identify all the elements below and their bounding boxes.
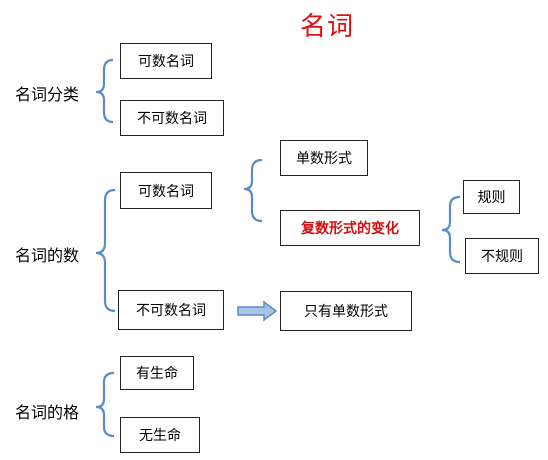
box-number-uncountable: 不可数名词 <box>118 290 224 330</box>
box-animate: 有生命 <box>120 356 194 390</box>
box-number-countable: 可数名词 <box>120 172 212 209</box>
label-classification: 名词分类 <box>15 85 80 104</box>
label-case: 名词的格 <box>15 403 80 422</box>
bracket-plural-types <box>441 195 461 264</box>
bracket-classification <box>95 58 114 124</box>
box-only-singular: 只有单数形式 <box>280 291 412 331</box>
bracket-countable-forms <box>243 158 263 223</box>
box-regular: 规则 <box>463 180 520 214</box>
label-number: 名词的数 <box>15 246 80 265</box>
arrow-icon <box>237 300 278 322</box>
box-irregular: 不规则 <box>465 238 539 274</box>
diagram-title: 名词 <box>300 12 355 42</box>
box-countable-noun: 可数名词 <box>120 43 212 79</box>
box-inanimate: 无生命 <box>120 417 200 453</box>
bracket-number <box>95 188 116 313</box>
bracket-case <box>95 371 115 438</box>
box-uncountable-noun: 不可数名词 <box>120 100 224 136</box>
box-plural-change: 复数形式的变化 <box>280 210 420 246</box>
box-singular-form: 单数形式 <box>280 140 368 176</box>
